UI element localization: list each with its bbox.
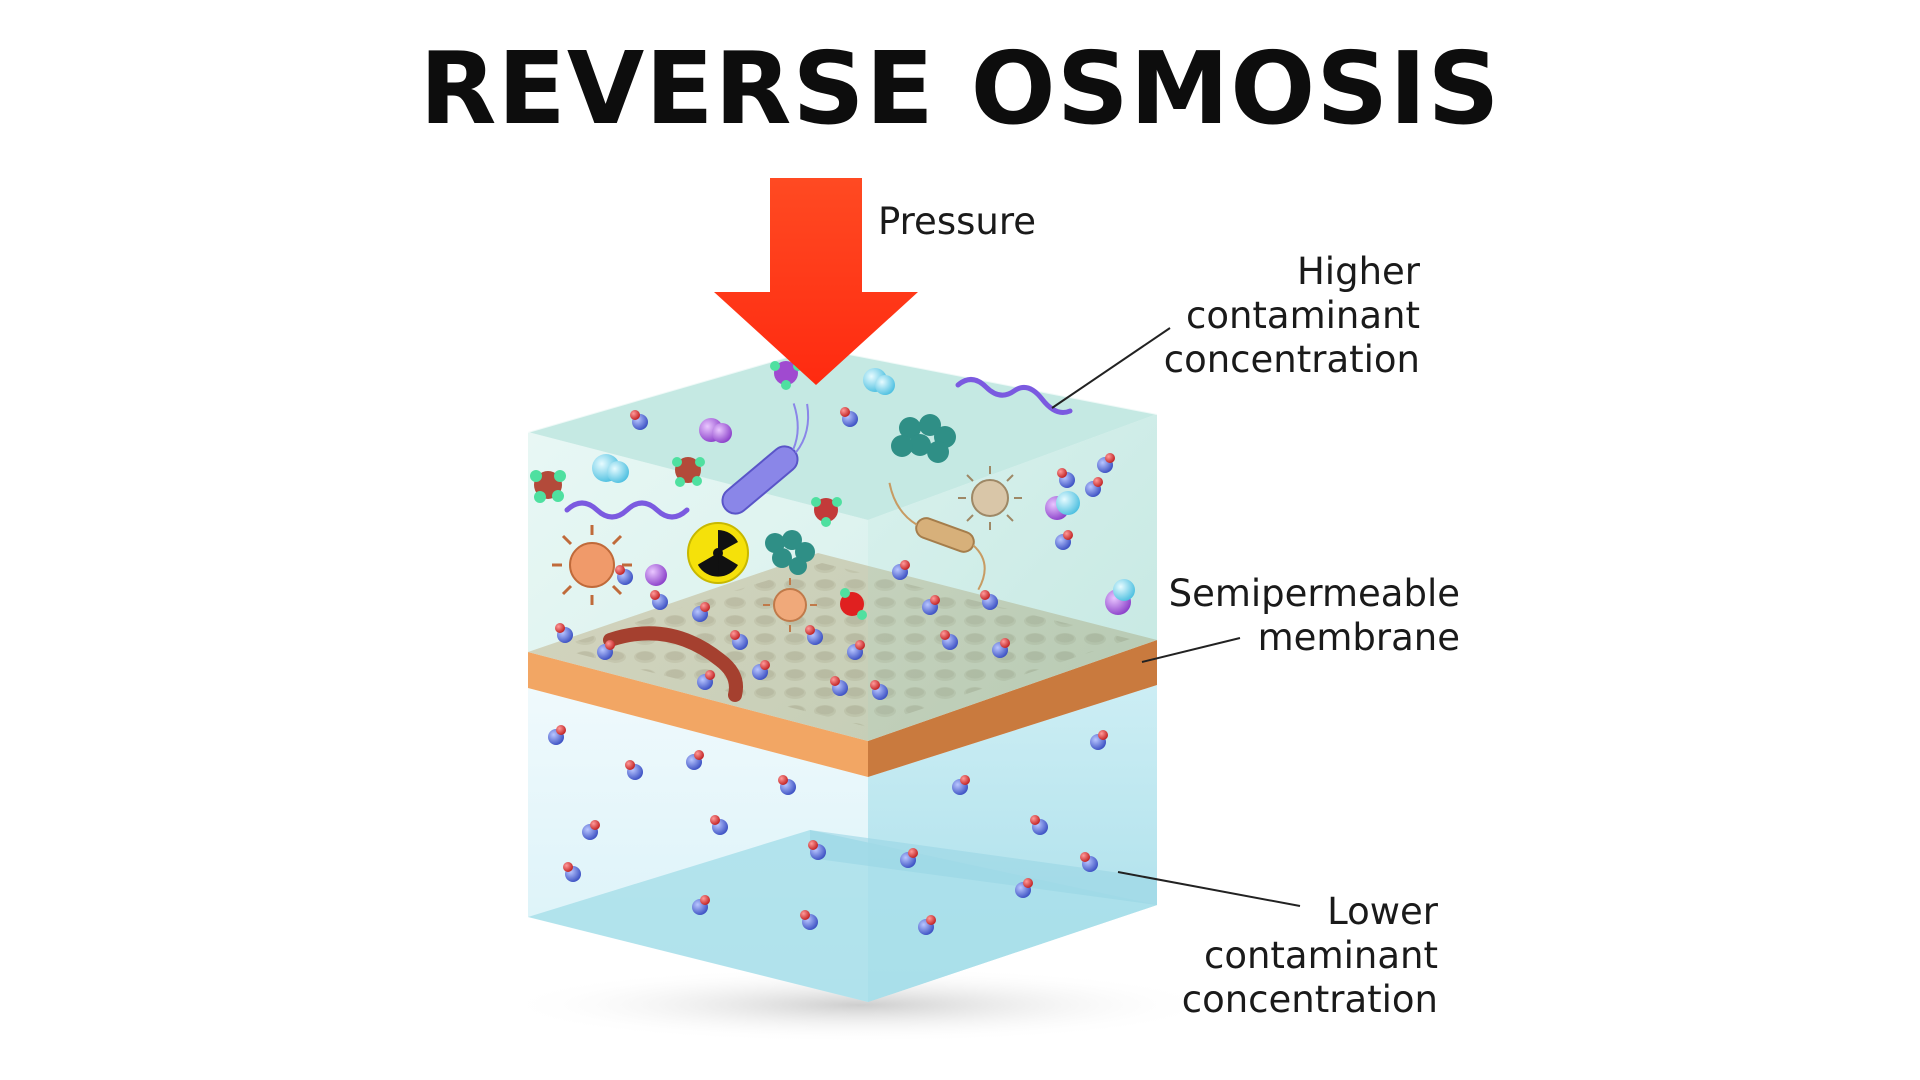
salt-ion [645,564,667,586]
higher-label-line-2: contaminant [1185,294,1420,337]
salt-ion [863,368,895,395]
water-molecule [1097,453,1115,473]
water-molecule [800,910,818,930]
compound-molecule [530,470,566,503]
water-molecule [615,565,633,585]
compound-molecule [672,457,705,487]
virus-particle [958,466,1022,530]
mineral-cluster [765,530,815,575]
water-molecule [630,410,648,430]
water-molecule [752,660,770,680]
compound-molecule [811,497,842,527]
lower-chamber [528,685,1157,1002]
lower-contaminant-label: Lower contaminant concentration [1098,890,1438,1022]
water-molecule [563,862,581,882]
upper-chamber [527,346,1158,741]
water-molecule [870,680,888,700]
water-molecule [980,590,998,610]
water-molecule [805,625,823,645]
compound-molecule [840,588,867,620]
lower-label-line-1: Lower [1327,890,1438,933]
membrane-label-line-1: Semipermeable [1168,572,1460,615]
water-molecule [778,775,796,795]
lower-label-line-2: contaminant [1203,934,1438,977]
water-molecule [650,590,668,610]
higher-label-line-1: Higher [1296,250,1420,293]
mineral-cluster [891,414,956,463]
virus-particle [763,578,817,632]
pressure-label: Pressure [878,200,1036,244]
water-molecule [692,602,710,622]
water-molecule [597,640,615,660]
water-molecule [1085,477,1103,497]
water-molecule [940,630,958,650]
water-molecule [555,623,573,643]
upper-water-surface [528,348,1157,520]
water-molecule [900,848,918,868]
water-molecule [808,840,826,860]
virus-particle [552,525,632,605]
water-molecule [830,676,848,696]
leader-line-higher [1051,327,1171,409]
worm-contaminant [603,626,743,702]
higher-contaminant-label: Higher contaminant concentration [1080,250,1420,382]
lower-label-line-3: concentration [1181,978,1438,1021]
radiation-icon [687,522,749,584]
salt-ion [1105,579,1135,615]
water-molecule [892,560,910,580]
water-molecule [625,760,643,780]
water-molecule [952,775,970,795]
salt-ion [699,418,732,443]
salt-ion [592,454,629,483]
water-molecule [918,915,936,935]
page-title: REVERSE OSMOSIS [419,30,1501,147]
bacterium [721,403,810,515]
water-molecule [1015,878,1033,898]
water-molecule [1090,730,1108,750]
water-molecule [710,815,728,835]
water-molecule [582,820,600,840]
pressure-label-text: Pressure [878,200,1036,243]
leader-line-membrane [1141,637,1241,663]
water-molecule [548,725,566,745]
water-molecules [548,407,1115,935]
organic-strand [564,500,690,520]
water-molecule [1080,852,1098,872]
water-molecule [1030,815,1048,835]
water-molecule [1057,468,1075,488]
organic-strand [955,377,1073,415]
water-molecule [686,750,704,770]
water-molecule [847,640,865,660]
water-molecule [730,630,748,650]
membrane-label: Semipermeable membrane [1100,572,1460,660]
water-molecule [922,595,940,615]
bacterium [888,482,986,591]
higher-label-line-3: concentration [1163,338,1420,381]
water-molecule [992,638,1010,658]
salt-ion [1045,491,1080,520]
box-shadow [500,967,1220,1043]
membrane-label-line-2: membrane [1257,616,1460,659]
water-molecule [692,895,710,915]
water-molecule [1055,530,1073,550]
water-molecule [840,407,858,427]
leader-line-lower [1117,871,1301,907]
water-molecule [697,670,715,690]
pressure-arrow [714,178,918,385]
